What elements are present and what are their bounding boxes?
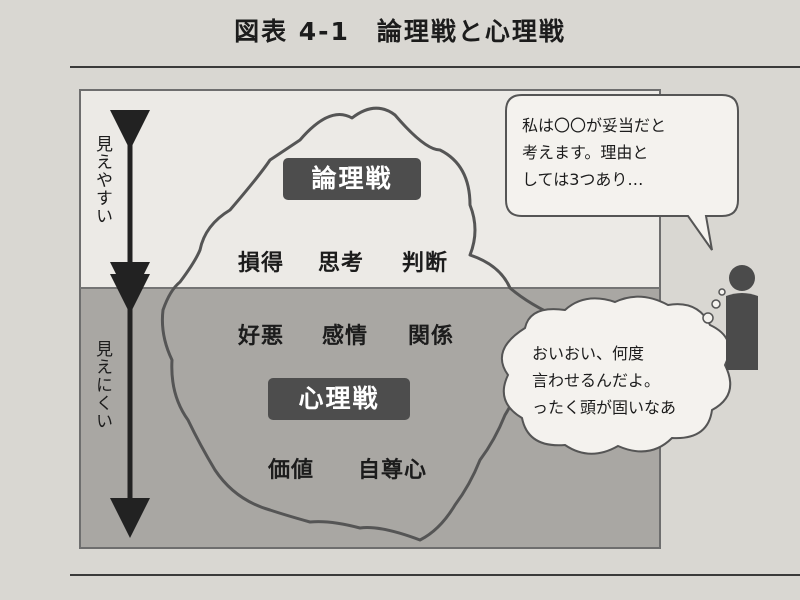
psych-item-relationship: 関係 (408, 324, 455, 349)
thought-dot-2 (711, 299, 721, 309)
iceberg-outline (160, 106, 562, 542)
psych-badge: 心理戦 (268, 378, 410, 420)
logic-item-thinking: 思考 (318, 251, 365, 276)
person-head (729, 265, 755, 291)
speech-bubble-text: 私は〇〇が妥当だと 考えます。理由と しては3つあり… (522, 116, 667, 189)
person-body (726, 293, 758, 370)
psych-item-values: 価値 (268, 458, 315, 483)
thought-bubble-shape (500, 295, 732, 455)
thought-bubble-text: おいおい、何度 言わせるんだよ。 ったく頭が固いなあ (532, 344, 677, 417)
psych-item-likes: 好悪 (238, 324, 285, 349)
bottom-rule (70, 574, 800, 576)
logic-item-gain-loss: 損得 (238, 251, 285, 276)
top-rule (70, 66, 800, 68)
thought-dot-1 (702, 312, 714, 324)
logic-item-judgment: 判断 (402, 251, 449, 276)
visible-label: 見えやすい (92, 135, 112, 225)
logic-badge: 論理戦 (283, 158, 421, 200)
thought-dot-3 (718, 288, 726, 296)
psych-item-emotion: 感情 (322, 324, 369, 349)
figure-title: 図表 4-1 論理戦と心理戦 (234, 17, 566, 46)
speech-bubble-shape (505, 94, 739, 251)
hidden-label: 見えにくい (92, 340, 112, 430)
psych-item-self-esteem: 自尊心 (358, 458, 428, 483)
